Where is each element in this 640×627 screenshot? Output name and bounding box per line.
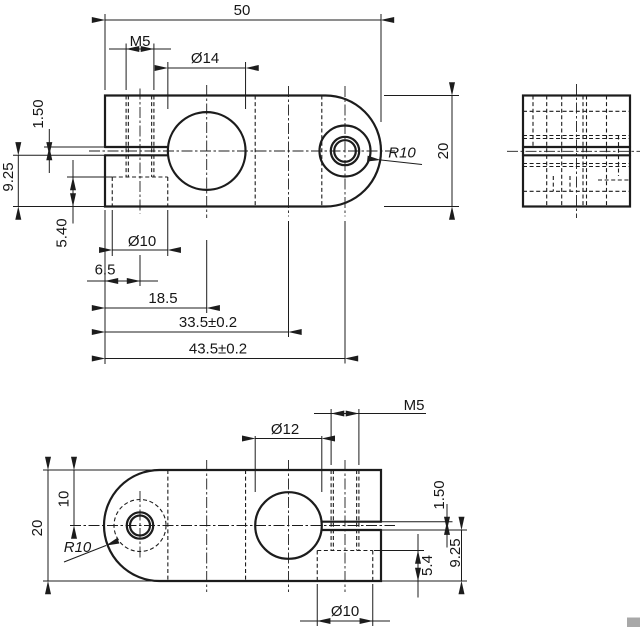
hidden-lines-side xyxy=(523,95,630,207)
dim-slit-top: 1.50 xyxy=(13,99,105,173)
dim-cbore-depth-top: 5.40 xyxy=(54,160,113,248)
dim-width-top-text: 20 xyxy=(435,143,452,160)
dim-hole-offset: 10 xyxy=(43,456,157,539)
dim-leg-bottom: 9.25 xyxy=(381,516,467,595)
dim-bore2-pos: 33.5±0.2 xyxy=(91,221,302,337)
dim-cbore-depth-bottom-text: 5.4 xyxy=(419,555,436,576)
centerlines-bottom xyxy=(70,460,395,592)
dim-cbore-top: Ø10 xyxy=(99,210,181,256)
dim-overall-length: 50 xyxy=(91,2,395,122)
dim-width-bottom-text: 20 xyxy=(29,520,46,537)
dim-bore-12-text: Ø12 xyxy=(271,421,299,438)
dim-thread-bottom-text: M5 xyxy=(404,397,425,414)
centerlines-top xyxy=(89,85,395,218)
corner-resize-marker xyxy=(627,617,640,627)
bottom-view: Ø12 M5 10 20 R10 xyxy=(29,397,467,626)
dim-radius-top: R10 xyxy=(367,145,423,165)
dim-cbore-depth-bottom: 5.4 xyxy=(374,534,436,598)
dim-screw-pos: 43.5±0.2 xyxy=(91,221,359,364)
dim-screw-offset-text: 6.5 xyxy=(95,262,116,279)
dim-leg-bottom-text: 9.25 xyxy=(447,538,464,567)
dim-cbore-depth-top-text: 5.40 xyxy=(54,218,71,247)
dim-hole-offset-text: 10 xyxy=(56,491,73,508)
dim-slit-bottom-text: 1.50 xyxy=(431,480,448,509)
dim-bore2-pos-text: 33.5±0.2 xyxy=(179,314,237,331)
dim-width-bottom: 20 xyxy=(29,456,155,595)
dim-cbore-bottom: Ø10 xyxy=(300,584,390,626)
dim-radius-bottom: R10 xyxy=(64,537,120,563)
thread-hidden-lines xyxy=(125,95,155,177)
dim-cbore-top-text: Ø10 xyxy=(128,233,156,250)
dim-radius-top-text: R10 xyxy=(388,145,416,162)
thread-hidden-lines-bottom xyxy=(330,470,360,551)
dim-width-top: 20 xyxy=(384,82,459,220)
side-view xyxy=(507,84,640,218)
dim-screw-pos-text: 43.5±0.2 xyxy=(189,341,247,358)
dim-bore-14-text: Ø14 xyxy=(191,50,219,67)
cbore-hidden-lines-bottom xyxy=(316,549,374,581)
dim-slit-bottom: 1.50 xyxy=(381,480,467,548)
dim-thread-bottom: M5 xyxy=(314,397,426,465)
dim-thread-top: M5 xyxy=(109,33,171,90)
dim-slit-top-text: 1.50 xyxy=(30,99,47,128)
dim-screw-offset: 6.5 xyxy=(87,210,158,364)
dim-bore-pos-text: 18.5 xyxy=(148,290,177,307)
dim-bore-12: Ø12 xyxy=(241,421,335,492)
dim-overall-length-text: 50 xyxy=(234,2,251,19)
dim-thread-top-text: M5 xyxy=(130,33,151,50)
dim-radius-bottom-text: R10 xyxy=(64,539,92,556)
dim-bore-pos: 18.5 xyxy=(91,240,220,313)
dim-cbore-bottom-text: Ø10 xyxy=(331,603,359,620)
dim-leg-top: 9.25 xyxy=(0,142,105,220)
top-view: 50 M5 Ø14 1.50 9.2 xyxy=(0,2,459,364)
centerlines-side xyxy=(507,84,640,218)
dim-bore-14: Ø14 xyxy=(154,50,259,109)
dim-leg-top-text: 9.25 xyxy=(0,162,17,191)
